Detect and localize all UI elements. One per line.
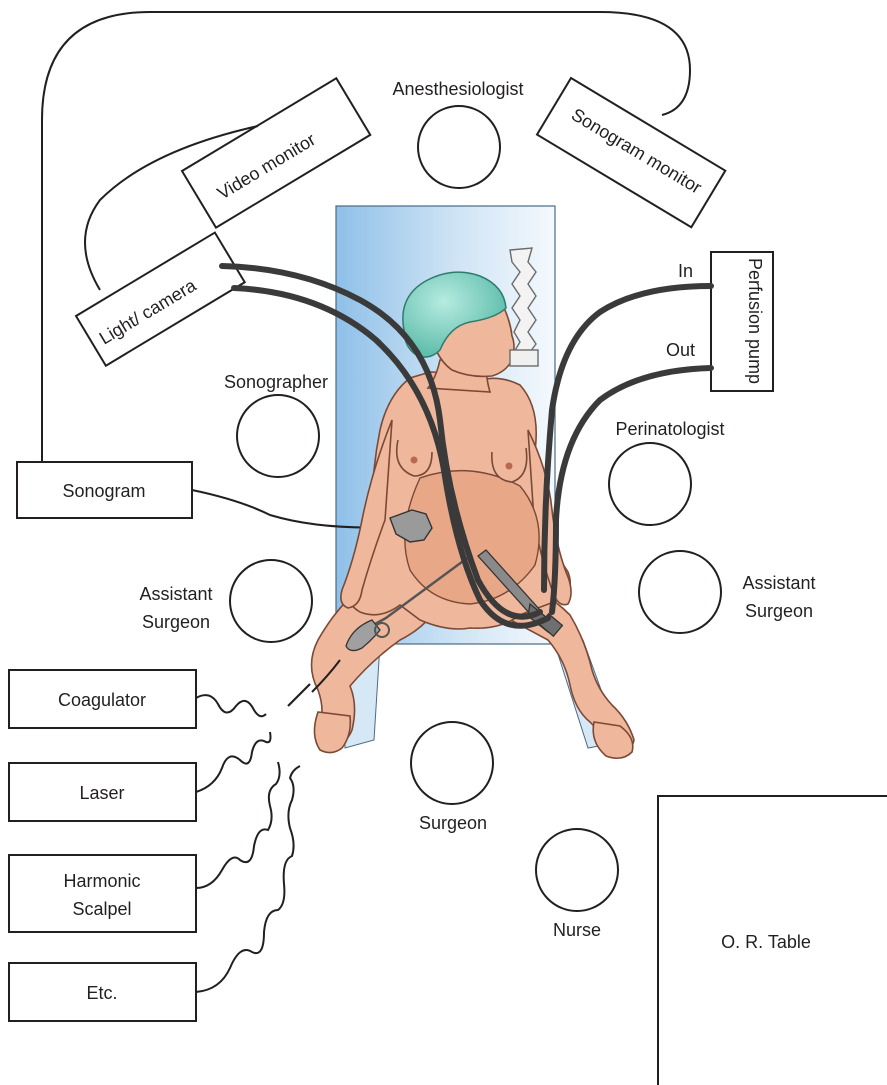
light-camera: Light/ camera [76, 233, 245, 366]
surgeon-position [411, 722, 493, 804]
laser-label: Laser [79, 783, 124, 803]
instrument-cable-ends [288, 684, 310, 706]
nurse-label: Nurse [553, 920, 601, 940]
perfusion-out-label: Out [666, 340, 695, 360]
laser: Laser [9, 763, 196, 821]
video-monitor: Video monitor [182, 78, 370, 227]
or-table-label: O. R. Table [721, 932, 811, 952]
perinatologist-position [609, 443, 691, 525]
assistant-surgeon-left-position [230, 560, 312, 642]
sonographer-label: Sonographer [224, 372, 328, 392]
sonogram: Sonogram [17, 462, 192, 518]
coagulator-label: Coagulator [58, 690, 146, 710]
patient-nipple-left [411, 457, 418, 464]
sonogram-monitor: Sonogram monitor [537, 78, 725, 227]
sonographer-position [237, 395, 319, 477]
patient-tube-connector [510, 350, 538, 366]
harmonic-scalpel: Harmonic Scalpel [9, 855, 196, 932]
anesthesiologist-position [418, 106, 500, 188]
assistant-surgeon-right-label-1: Assistant [742, 573, 815, 593]
assistant-surgeon-right-position [639, 551, 721, 633]
assistant-surgeon-right-label-2: Surgeon [745, 601, 813, 621]
nurse-position [536, 829, 618, 911]
anesthesiologist-label: Anesthesiologist [392, 79, 523, 99]
perinatologist-label: Perinatologist [615, 419, 724, 439]
etc-cable [196, 766, 300, 992]
laser-cable [196, 732, 271, 792]
assistant-surgeon-left-label-2: Surgeon [142, 612, 210, 632]
patient-nipple-right [506, 463, 513, 470]
coagulator: Coagulator [9, 670, 196, 728]
perfusion-pump: Perfusion pump [711, 252, 773, 391]
harmonic-cable [196, 762, 280, 888]
harmonic-label-line1: Harmonic [63, 871, 140, 891]
coagulator-cable [196, 695, 266, 716]
etc-label: Etc. [86, 983, 117, 1003]
perfusion-pump-label: Perfusion pump [745, 258, 765, 384]
sonogram-label: Sonogram [62, 481, 145, 501]
etc-equipment: Etc. [9, 963, 196, 1021]
harmonic-label-line2: Scalpel [72, 899, 131, 919]
surgeon-label: Surgeon [419, 813, 487, 833]
assistant-surgeon-left-label-1: Assistant [139, 584, 212, 604]
perfusion-in-label: In [678, 261, 693, 281]
